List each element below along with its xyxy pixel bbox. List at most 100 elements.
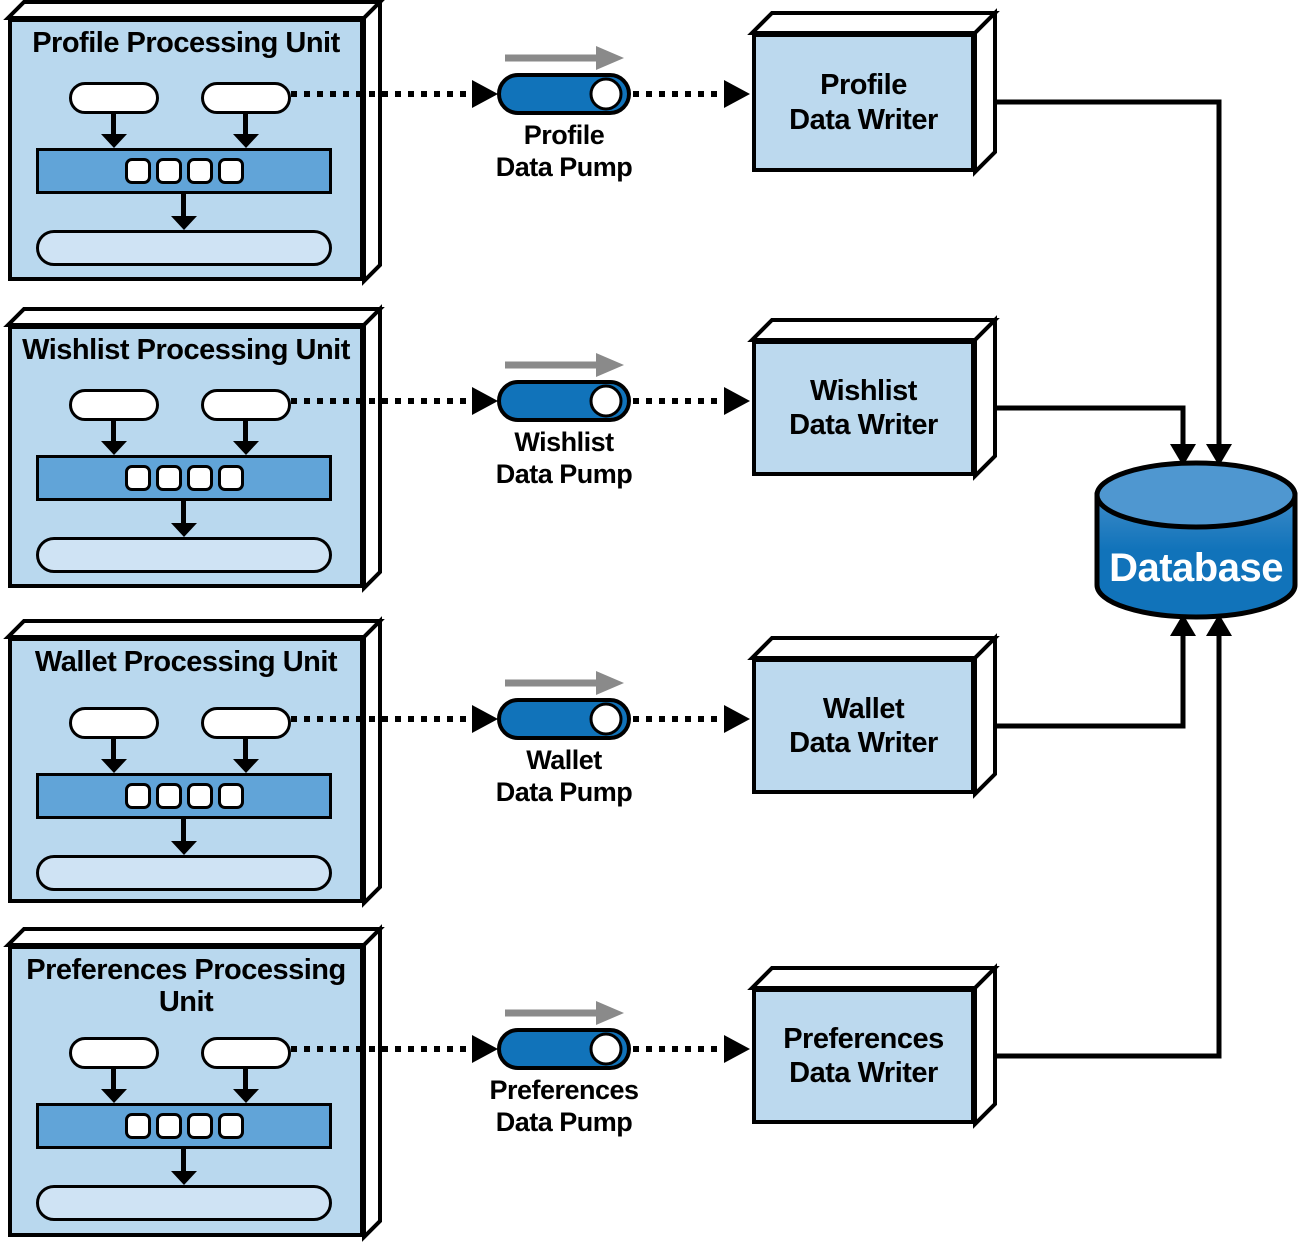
bus-slot [124,158,151,184]
down-arrow-icon [101,738,127,773]
data-writer-preferences: Preferences Data Writer [752,988,975,1124]
data-writer-wallet: Wallet Data Writer [752,658,975,794]
writer-3d-right-face [973,315,997,481]
processing-unit-preferences: Preferences Processing Unit [8,945,364,1237]
processing-unit-profile: Profile Processing Unit [8,18,364,281]
down-arrow-icon [171,817,197,855]
unit-title: Wallet Processing Unit [34,646,338,678]
unit-title: Preferences Processing Unit [26,954,346,1018]
down-arrow-icon [101,420,127,455]
data-writer-profile: Profile Data Writer [752,33,975,172]
unit-instance-pill-left [69,82,159,114]
unit-instance-pill-left [69,1037,159,1069]
bus-slot [186,783,213,809]
data-pump-profile [497,73,631,115]
writer-3d-right-face [973,633,997,799]
arrowhead-icon [724,80,750,108]
bus-slot [217,1113,244,1139]
writer-label-line1: Wishlist [810,374,917,407]
arrowhead-icon [1206,444,1232,466]
pump-flow-arrows [505,46,624,1025]
pump-end-cap [589,384,623,418]
dotted-connectors [291,91,722,1052]
db-arrowheads [1170,444,1232,636]
arrowhead-icon [1170,444,1196,466]
unit-bus-bar [36,455,332,501]
bus-slot [155,1113,182,1139]
unit-cache-bar [36,855,332,891]
bus-slot [217,783,244,809]
bus-slot [217,158,244,184]
data-pump-cylinders [497,73,631,1070]
unit-3d-right-face [362,0,382,286]
bus-slot [124,465,151,491]
arrowhead-icon [724,387,750,415]
down-arrow-icon [233,1068,259,1103]
writer-3d-right-face [973,8,997,177]
down-arrow-icon [171,1147,197,1185]
bus-slot [155,465,182,491]
flow-arrowhead-icon [596,353,624,377]
bus-slot [124,783,151,809]
data-pump-wishlist [497,380,631,422]
unit-instance-pill-right [201,389,291,421]
arrowhead-icon [472,1035,498,1063]
writer-label-line1: Preferences [783,1022,944,1055]
writer-label-line2: Data Writer [789,103,938,136]
unit-title: Profile Processing Unit [32,27,340,59]
writer-label-line2: Data Writer [789,1057,938,1089]
flow-arrowhead-icon [596,46,624,70]
bus-slot [186,158,213,184]
pump-end-cap [589,77,623,111]
arrowhead-icon [1170,614,1196,636]
unit-cache-bar [36,1185,332,1221]
bus-slot [155,783,182,809]
dotted-arrowheads [472,80,750,1063]
bus-slot [186,465,213,491]
writer-label-line1: Wallet [822,692,905,725]
flow-arrowhead-icon [596,1001,624,1025]
connector-line [995,405,1186,446]
database-cylinder [1094,460,1298,620]
down-arrow-icon [101,1068,127,1103]
arrowhead-icon [724,705,750,733]
arrowhead-icon [472,80,498,108]
unit-3d-right-face [362,304,382,593]
down-arrow-icon [233,113,259,148]
unit-cache-bar [36,230,332,266]
pump-end-cap [589,1032,623,1066]
down-arrow-icon [233,420,259,455]
unit-cache-bar [36,537,332,573]
database-body [1094,492,1298,620]
writer-label-line1: Profile [820,69,907,102]
down-arrow-icon [101,113,127,148]
down-arrow-icon [171,192,197,230]
bus-slot [186,1113,213,1139]
unit-instance-pill-left [69,707,159,739]
data-pump-preferences [497,1028,631,1070]
bus-slot [217,465,244,491]
data-pump-wallet [497,698,631,740]
down-arrow-icon [171,499,197,537]
unit-3d-right-face [362,924,382,1242]
arrowhead-icon [472,705,498,733]
writer-to-db-lines [995,99,1222,1059]
unit-instance-pill-left [69,389,159,421]
unit-3d-right-face [362,616,382,908]
arrowhead-icon [1206,614,1232,636]
unit-bus-bar [36,148,332,194]
connector-line [995,634,1222,1059]
connector-line [995,99,1222,446]
writer-label-line2: Data Writer [789,727,938,759]
bus-slot [155,158,182,184]
processing-unit-wallet: Wallet Processing Unit [8,637,364,903]
processing-unit-wishlist: Wishlist Processing Unit [8,325,364,588]
connector-line [995,634,1186,729]
arrowhead-icon [724,1035,750,1063]
flow-arrowhead-icon [596,671,624,695]
writer-3d-right-face [973,963,997,1129]
arrowhead-icon [472,387,498,415]
unit-instance-pill-right [201,82,291,114]
